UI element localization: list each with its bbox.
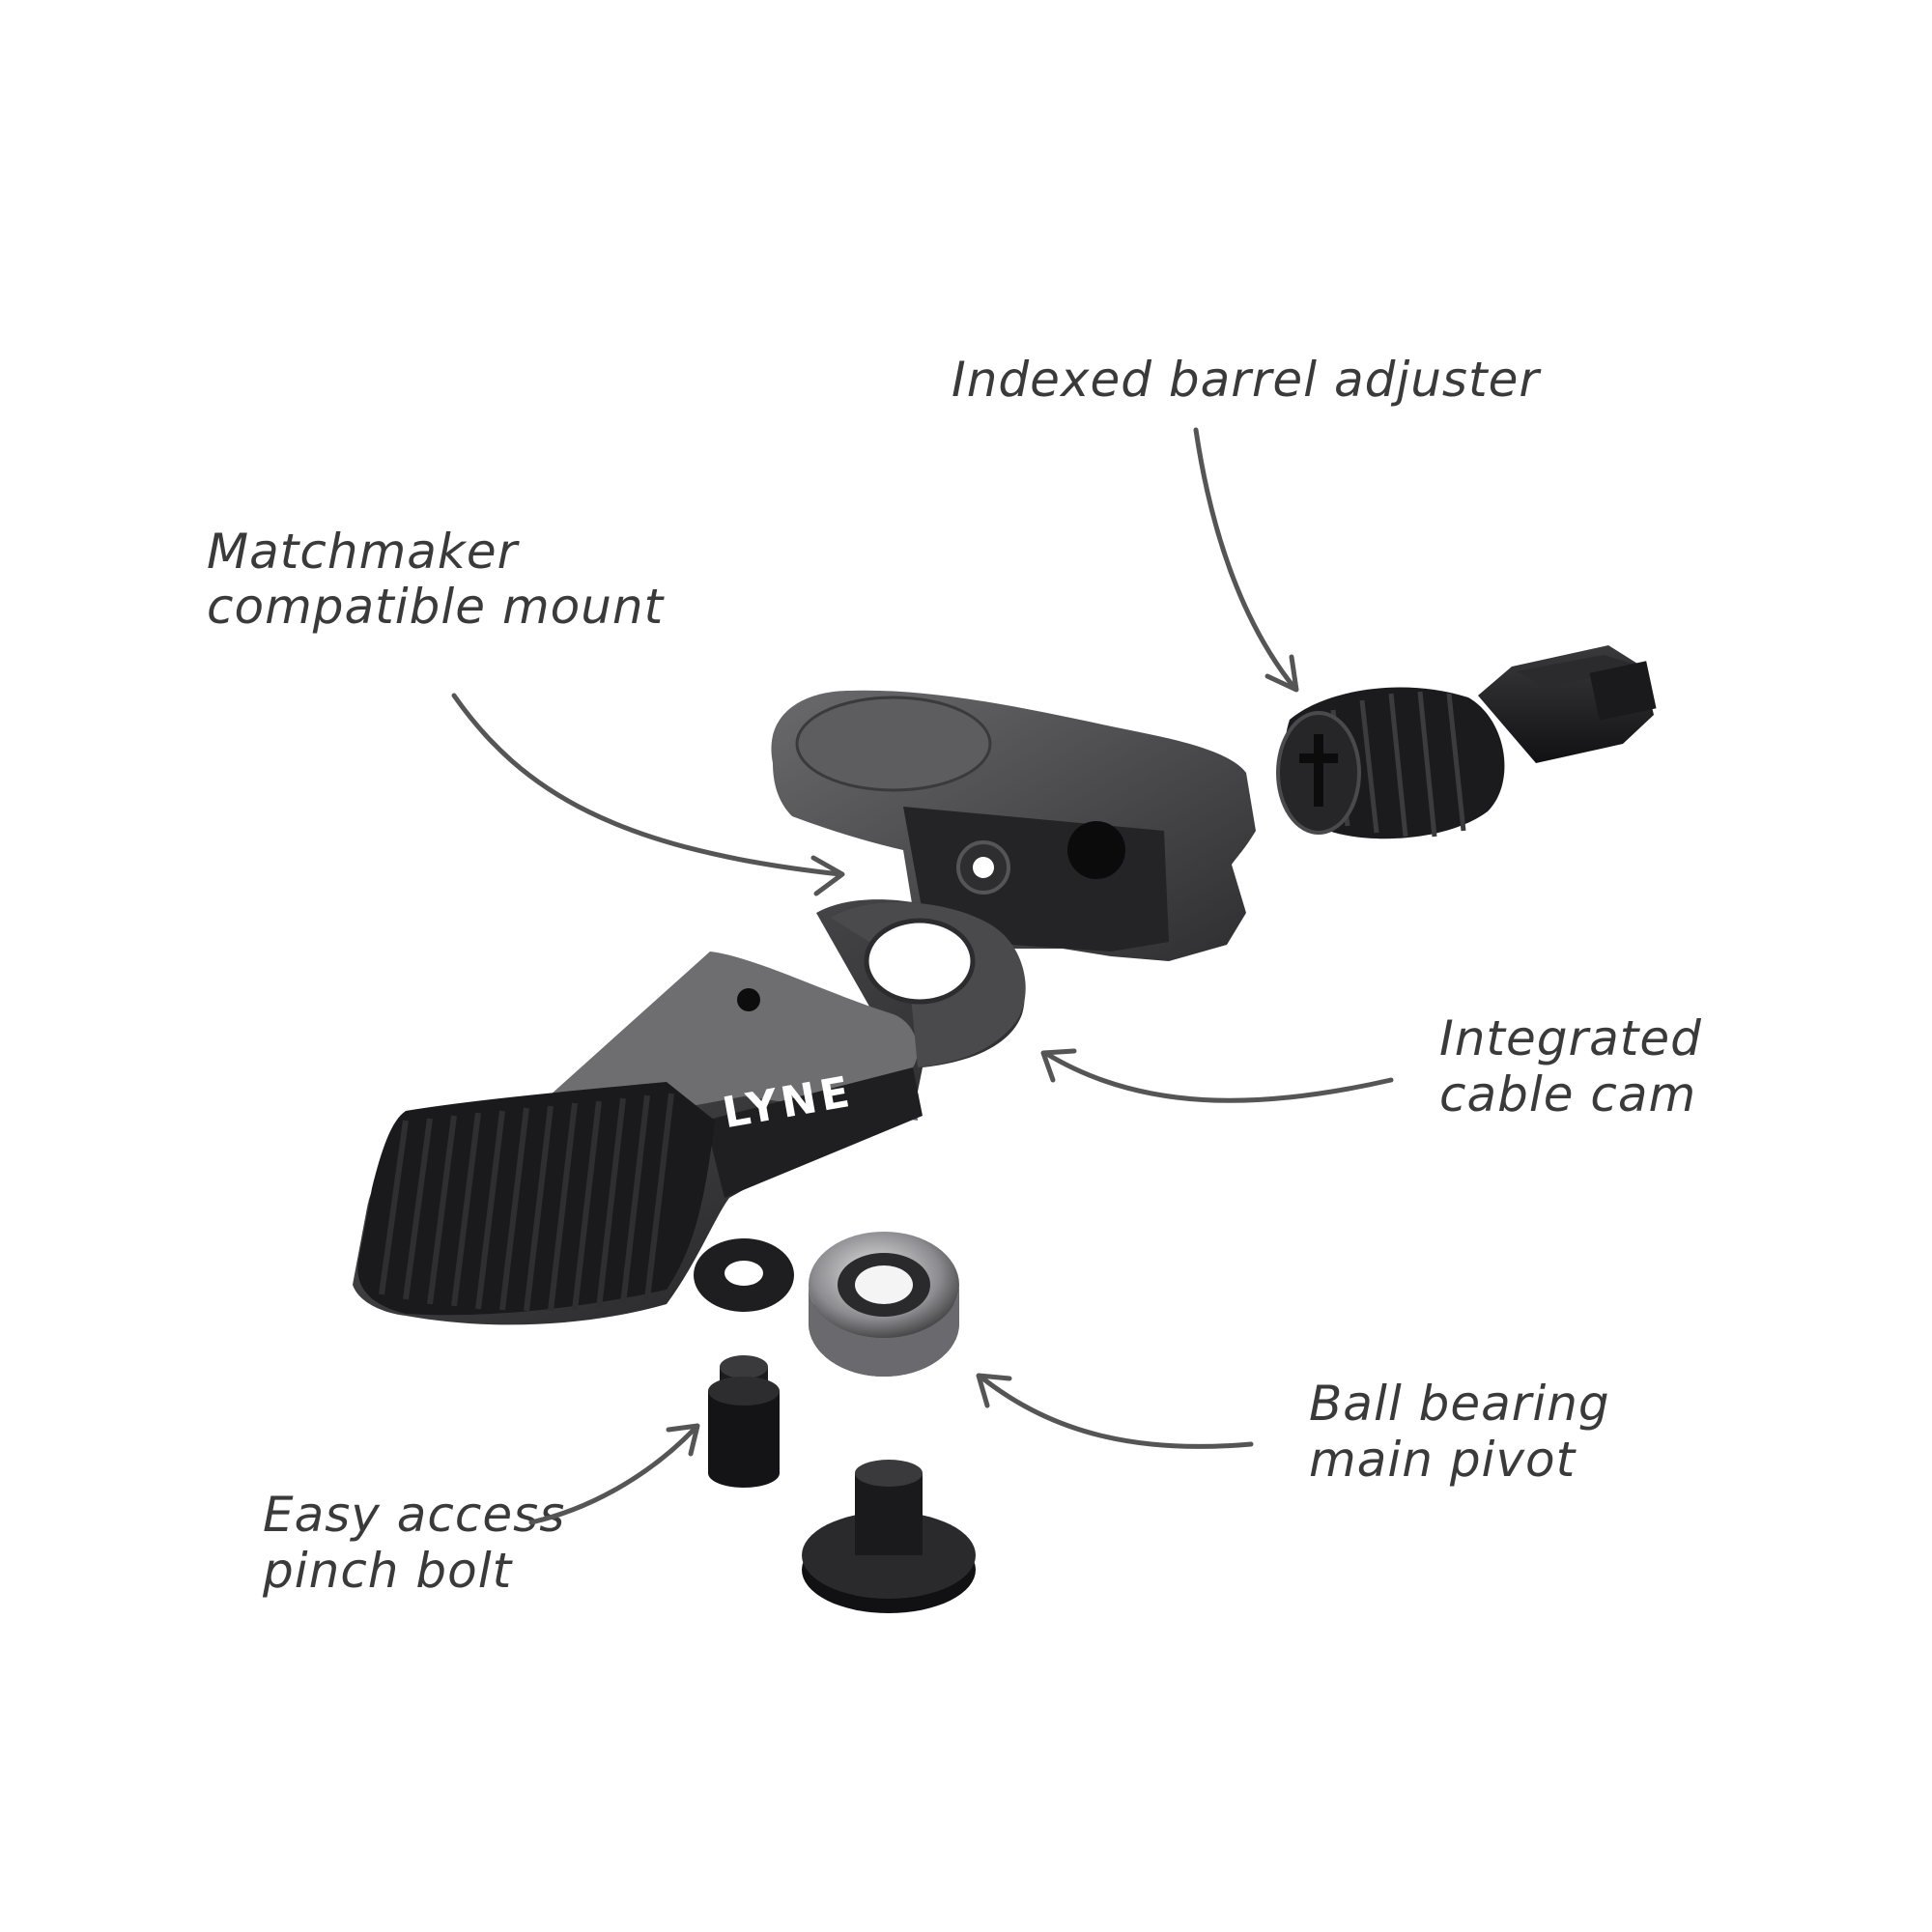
barrel-adjuster-label: Indexed barrel adjuster (952, 352, 1542, 408)
lever-small-hole (737, 988, 760, 1011)
mount-clamp-disc (795, 696, 992, 792)
pinch-bolt (708, 1355, 780, 1488)
pivot-bolt (802, 1460, 976, 1613)
pivot-hole (864, 918, 976, 1005)
bearing-arrow (976, 1373, 1254, 1449)
cable-cam-label-line2: cable cam (1439, 1066, 1696, 1122)
mount-hole-large (1067, 821, 1125, 879)
mount-arrow (451, 693, 845, 896)
mount-label-line1: Matchmaker (207, 524, 521, 580)
pinch-bolt-label-line2: pinch bolt (262, 1543, 514, 1599)
bearing-label-line2: main pivot (1309, 1432, 1577, 1488)
shifter-lever: LYNE (353, 899, 1026, 1325)
bearing-label-line1: Ball bearing (1309, 1376, 1610, 1432)
pinch-bolt-label-line1: Easy access (263, 1487, 565, 1543)
barrel-adjuster-arrow (1193, 427, 1299, 693)
ball-bearing (809, 1232, 959, 1377)
matchmaker-mount (771, 690, 1256, 961)
barrel-adjuster (1276, 645, 1657, 839)
mount-label-line2: compatible mount (207, 579, 666, 635)
pinch-bolt-arrow (528, 1423, 700, 1525)
washer (694, 1238, 794, 1312)
cable-cam-arrow (1040, 1048, 1394, 1103)
cable-cam-label-line1: Integrated (1439, 1010, 1702, 1066)
lever-side-band (705, 1067, 923, 1198)
lever-grip-pad (357, 1082, 715, 1316)
